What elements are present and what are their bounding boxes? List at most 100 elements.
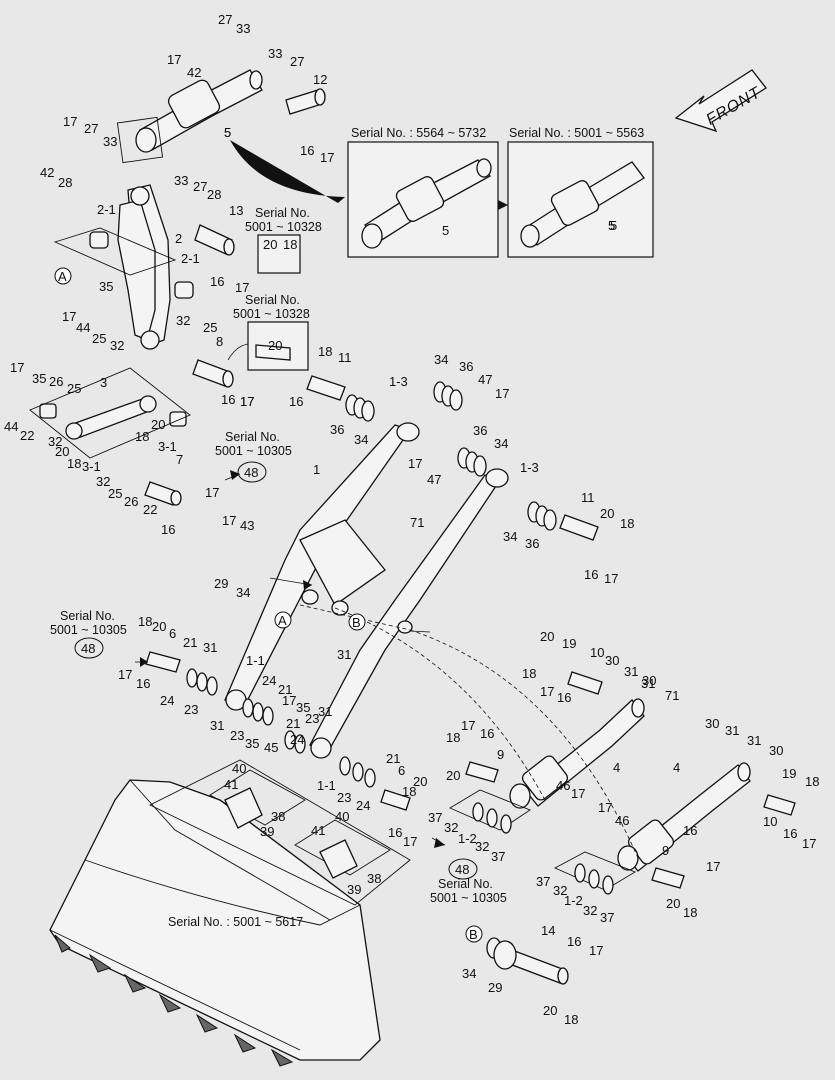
part-callout: 16 <box>567 934 581 949</box>
cyl5-variant-a-label: 5 <box>442 223 449 238</box>
part-callout: 30 <box>642 673 656 688</box>
part-callout: 31 <box>747 733 761 748</box>
part-callout: 17 <box>598 800 612 815</box>
part-callout: 71 <box>410 515 424 530</box>
part-callout: 16 <box>300 143 314 158</box>
part-callout: 20 <box>540 629 554 644</box>
part-callout: 31 <box>210 718 224 733</box>
part-callout: 37 <box>600 910 614 925</box>
part-callout: 17 <box>320 150 334 165</box>
front-arrow: FRONT <box>674 69 767 133</box>
part-callout: 47 <box>478 372 492 387</box>
part-callout: 10 <box>763 814 777 829</box>
part-callout: 37 <box>491 849 505 864</box>
part-callout: 16 <box>161 522 175 537</box>
part-callout: 31 <box>624 664 638 679</box>
marker-b-pin: B <box>465 925 483 943</box>
part-callout: 42 <box>187 65 201 80</box>
part-callout: 32 <box>96 474 110 489</box>
part-callout: 41 <box>224 777 238 792</box>
ref-48-cyl: 48 <box>448 858 478 880</box>
serial-note-pin13-line1: Serial No. <box>255 206 310 220</box>
part-callout: 6 <box>169 626 176 641</box>
part-callout: 32 <box>553 883 567 898</box>
part-callout: 24 <box>160 693 174 708</box>
part-callout: 20 <box>600 506 614 521</box>
part-callout: 23 <box>305 711 319 726</box>
svg-text:A: A <box>58 269 67 284</box>
part-callout: 12 <box>313 72 327 87</box>
part-callout: 1-3 <box>389 374 408 389</box>
serial-box-left: Serial No. : 5564 ~ 5732 5 <box>347 126 499 258</box>
part-callout: 40 <box>232 761 246 776</box>
part-callout: 20 <box>666 896 680 911</box>
part-callout: 28 <box>207 187 221 202</box>
part-callout: 18 <box>446 730 460 745</box>
serial-box-right: Serial No. : 5001 ~ 5563 5 <box>507 126 654 258</box>
part-callout: 31 <box>337 647 351 662</box>
pin-14 <box>486 937 569 985</box>
part-callout: 32 <box>110 338 124 353</box>
serial-note-pin8: Serial No. 5001 ~ 10328 <box>233 293 310 321</box>
part-callout: 42 <box>40 165 54 180</box>
part-callout: 17 <box>571 786 585 801</box>
part-callout: 20 <box>413 774 427 789</box>
part-callout: 17 <box>63 114 77 129</box>
part-callout: 16 <box>221 392 235 407</box>
part-callout: 19 <box>562 636 576 651</box>
part-callout: 41 <box>311 823 325 838</box>
part-callout: 16 <box>557 690 571 705</box>
pin-13 <box>194 224 235 256</box>
part-callout: 18 <box>805 774 819 789</box>
part-callout: 16 <box>683 823 697 838</box>
part-callout: 3-1 <box>158 439 177 454</box>
serial-note-cyl-line2: 5001 ~ 10305 <box>430 891 507 905</box>
part-callout: 35 <box>32 371 46 386</box>
part-callout: 47 <box>427 472 441 487</box>
part-callout: 17 <box>408 456 422 471</box>
part-callout: 31 <box>725 723 739 738</box>
bucket-cylinder-top <box>116 69 263 164</box>
pin-7 <box>144 481 182 506</box>
part-callout: 32 <box>176 313 190 328</box>
shims-upper <box>345 381 557 531</box>
ref-48-link7: 48 <box>237 461 267 483</box>
part-callout: 27 <box>84 121 98 136</box>
part-callout: 32 <box>444 820 458 835</box>
variant-pointer <box>230 140 345 203</box>
part-callout: 31 <box>318 704 332 719</box>
part-callout: 36 <box>459 359 473 374</box>
pin-8 <box>192 321 309 388</box>
part-callout: 17 <box>205 485 219 500</box>
part-callout: 32 <box>475 839 489 854</box>
part-callout: 26 <box>49 374 63 389</box>
part-callout: 36 <box>473 423 487 438</box>
serial-box-right-label: Serial No. : 5001 ~ 5563 <box>509 126 644 140</box>
part-callout: 24 <box>262 673 276 688</box>
part-callout: 1-2 <box>458 831 477 846</box>
serial-note-bucket: Serial No. : 5001 ~ 5617 <box>168 915 303 929</box>
part-callout: 4 <box>613 760 620 775</box>
part-callout: 19 <box>782 766 796 781</box>
part-callout: 9 <box>497 747 504 762</box>
part-callout: 37 <box>428 810 442 825</box>
part-callout: 21 <box>183 635 197 650</box>
part-callout: 71 <box>665 688 679 703</box>
part-callout: 36 <box>525 536 539 551</box>
serial-note-cyl: Serial No. 5001 ~ 10305 <box>430 877 507 905</box>
part-callout: 27 <box>193 179 207 194</box>
part-callout: 31 <box>203 640 217 655</box>
pin-10-left <box>567 671 603 695</box>
part-callout: 5 <box>224 125 231 140</box>
marker-b-boom: B <box>348 613 366 631</box>
boom-1 <box>224 422 509 759</box>
part-callout: 13 <box>229 203 243 218</box>
part-callout: 16 <box>136 676 150 691</box>
part-callout: 16 <box>289 394 303 409</box>
part-callout: 46 <box>556 778 570 793</box>
part-callout: 18 <box>522 666 536 681</box>
bushing-set-lower <box>553 851 637 895</box>
